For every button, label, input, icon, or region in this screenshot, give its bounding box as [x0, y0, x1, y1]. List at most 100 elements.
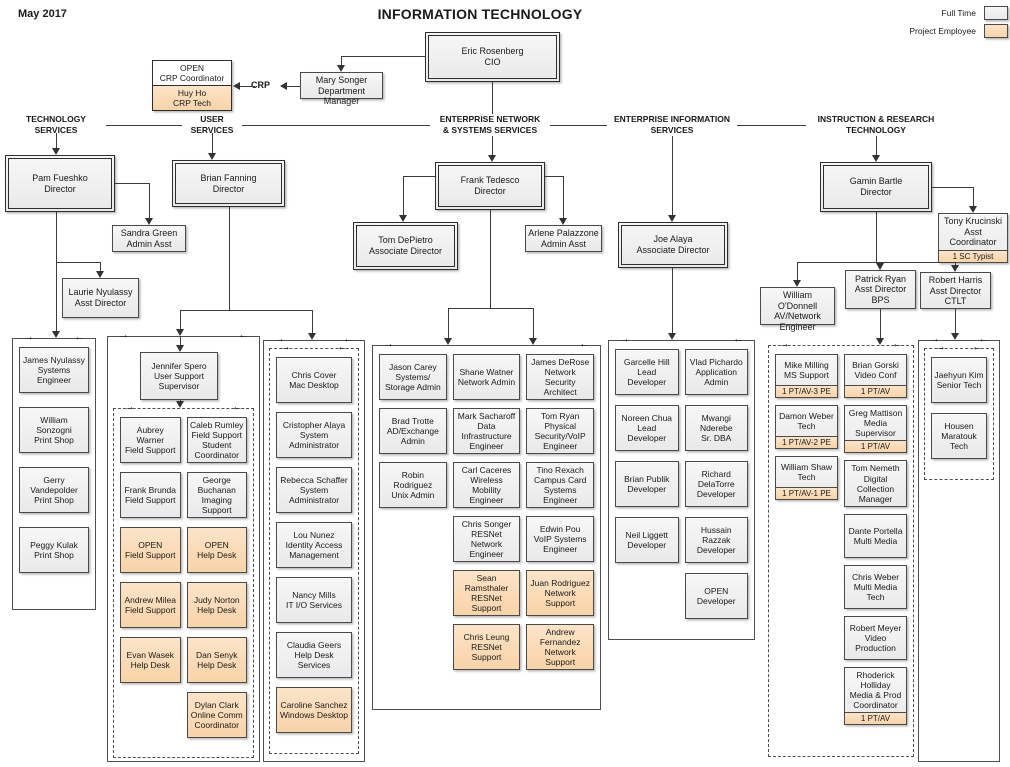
person-title: AV/Network Engineer	[774, 311, 821, 332]
position-badge: 1 PT/AV	[845, 384, 906, 397]
asst-director-laurie-box: Laurie Nyulassy Asst Director	[62, 278, 139, 318]
legend-project-label: Project Employee	[909, 26, 976, 36]
division-technology-services: TECHNOLOGY SERVICES	[26, 114, 86, 135]
asst-director-ctlt-box: Robert Harris Asst Director CTLT	[920, 272, 991, 309]
person-title: CRP Coordinator	[159, 73, 225, 84]
person-title: Associate Director	[368, 246, 443, 256]
av-network-engineer-box: William O'Donnell AV/Network Engineer	[760, 287, 835, 332]
person-name: Patrick Ryan	[854, 273, 907, 284]
asst-coordinator-tony-box: Tony Krucinski Asst Coordinator 1 SC Typ…	[938, 213, 1008, 264]
person-name: OPEN	[179, 63, 205, 73]
position-badge: 1 SC Typist	[939, 249, 1007, 263]
legend: Full Time Project Employee	[909, 6, 1008, 38]
associate-director-joe-box: Joe Alaya Associate Director	[618, 222, 728, 268]
asst-director-bps-box: Patrick Ryan Asst Director BPS	[845, 270, 916, 309]
chart-date: May 2017	[18, 8, 67, 20]
ctlt-staff-frame	[918, 334, 1000, 762]
person-name: William O'Donnell	[777, 290, 818, 311]
crp-tech-box: Huy Ho CRP Tech	[153, 86, 231, 111]
person-name: Frank Tedesco	[460, 175, 520, 186]
person-title: CRP Tech	[173, 98, 211, 109]
person-title: Asst Director CTLT	[929, 285, 982, 307]
person-title: CIO	[484, 57, 501, 67]
director-technology-services-box: Pam Fueshko Director	[5, 155, 115, 212]
person-title: Asst Director	[74, 298, 127, 308]
person-name: Tom DePietro	[378, 235, 433, 246]
division-instruction-research: INSTRUCTION & RESEARCH TECHNOLOGY	[817, 114, 935, 135]
cio-box: Eric Rosenberg CIO	[425, 32, 560, 82]
person-title: Admin Asst	[126, 238, 172, 249]
person-title: Director	[474, 186, 506, 196]
person-title: Department Manager	[317, 85, 366, 107]
associate-director-tom-box: Tom DePietro Associate Director	[353, 222, 458, 270]
person-name: Arlene Palazzone	[528, 228, 599, 238]
person-name: Huy Ho	[177, 88, 207, 99]
department-manager-box: Mary Songer Department Manager	[300, 72, 383, 106]
crp-coordinator-box: OPEN CRP Coordinator Huy Ho CRP Tech	[152, 60, 232, 112]
person-title: Associate Director	[636, 245, 710, 255]
person-title: Director	[212, 183, 245, 194]
person-name: Pam Fueshko	[32, 172, 88, 183]
legend-full-time-label: Full Time	[941, 8, 976, 18]
crp-label: CRP	[251, 80, 271, 90]
person-title: Director	[44, 183, 76, 194]
position-badge: 1 PT/AV-2 PE	[776, 435, 837, 448]
director-instruction-research-box: Gamin Bartle Director	[820, 162, 932, 212]
division-enterprise-information: ENTERPRISE INFORMATION SERVICES	[613, 114, 730, 135]
person-name: Robert Harris	[928, 275, 983, 285]
page-title: INFORMATION TECHNOLOGY	[377, 6, 583, 22]
person-name: Eric Rosenberg	[461, 46, 524, 57]
legend-full-time-swatch	[984, 6, 1008, 20]
director-network-systems-box: Frank Tedesco Director	[435, 162, 545, 210]
position-badge: 1 PT/AV-3 PE	[776, 384, 837, 397]
person-name: Joe Alaya	[653, 234, 693, 245]
person-title: Asst Director BPS	[854, 284, 907, 305]
position-badge: 1 PT/AV	[845, 440, 906, 453]
